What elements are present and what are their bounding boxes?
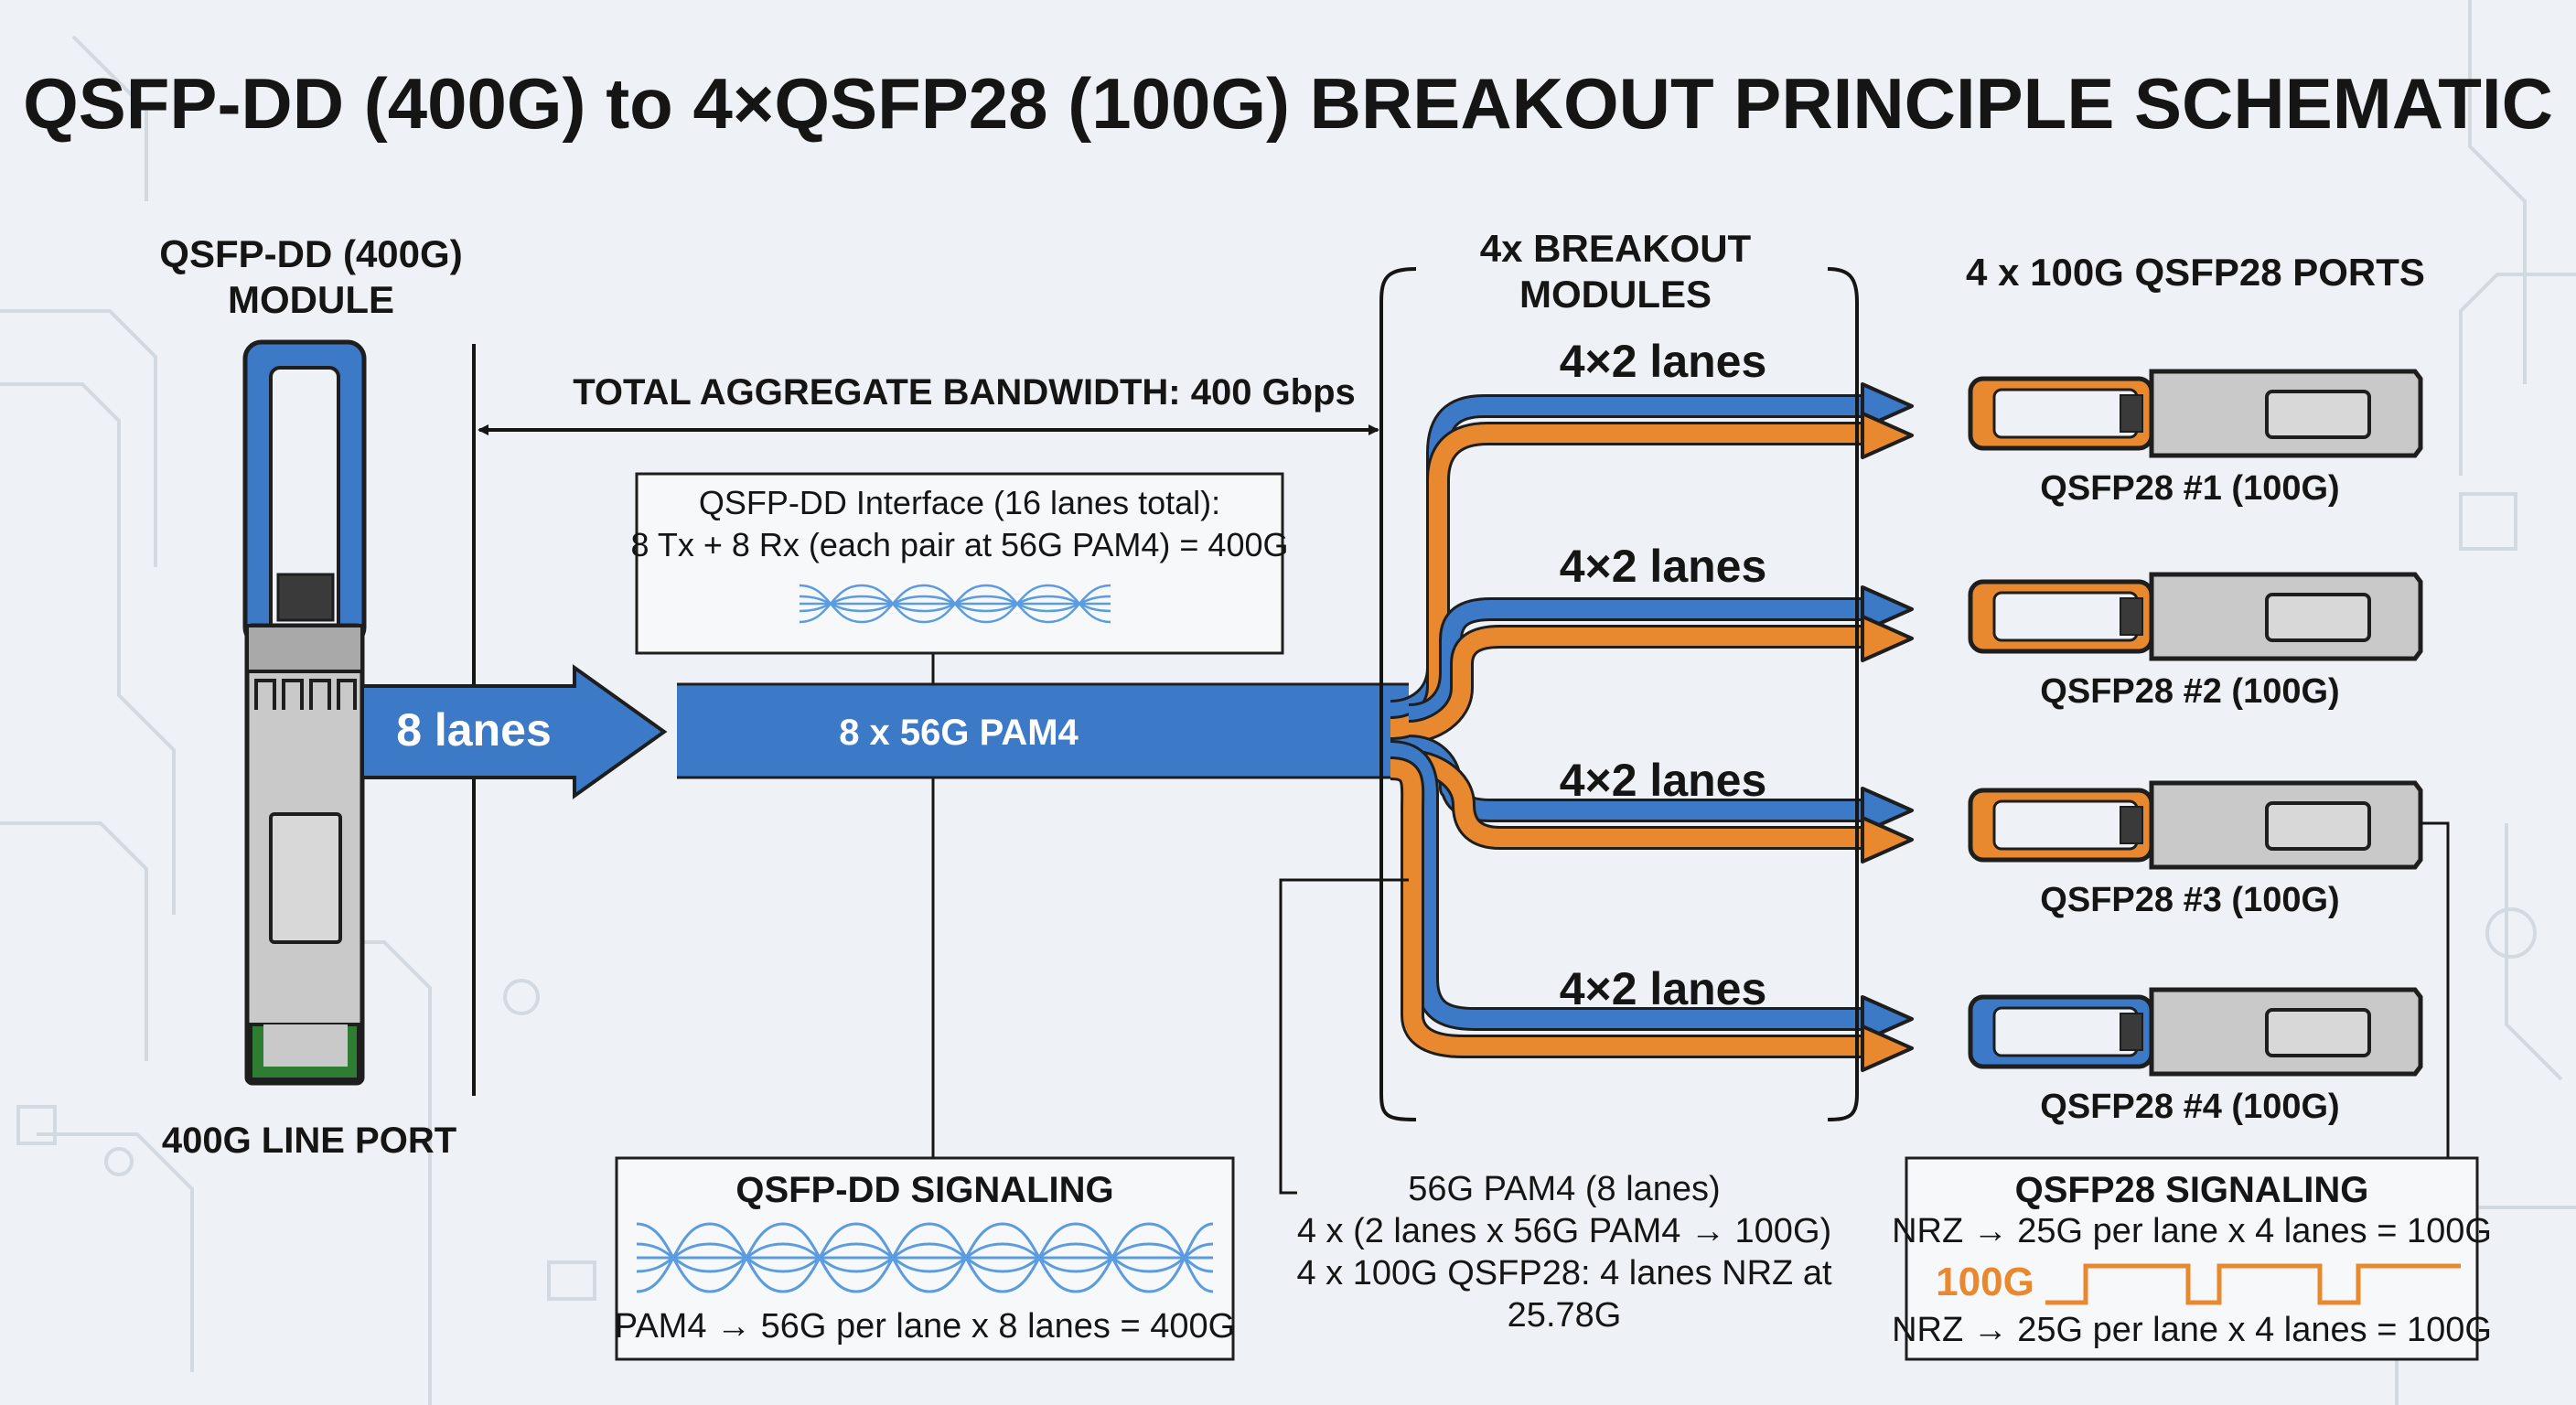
dd-signaling-box: QSFP-DD SIGNALING PAM4 → 56G per lane x …	[615, 1156, 1235, 1361]
middle-note-line1: 56G PAM4 (8 lanes)	[1408, 1170, 1720, 1208]
ports-heading: 4 x 100G QSFP28 PORTS	[1966, 251, 2425, 294]
qsfp28-port-4	[1968, 987, 2423, 1077]
qsfp28-signaling-heading: QSFP28 SIGNALING	[2015, 1170, 2369, 1210]
branch-label-1: 4×2 lanes	[1560, 336, 1767, 387]
bandwidth-label: TOTAL AGGREGATE BANDWIDTH: 400 Gbps	[573, 372, 1356, 413]
branch-label-2: 4×2 lanes	[1560, 541, 1767, 592]
branch-arrowheads	[1861, 382, 1914, 1072]
middle-note-line4: 25.78G	[1508, 1296, 1622, 1335]
qsfp28-signaling-box: QSFP28 SIGNALING NRZ → 25G per lane x 4 …	[1892, 1156, 2492, 1361]
qsfp-dd-module	[242, 339, 367, 1086]
pam4-eye-pattern-large	[636, 1222, 1214, 1293]
qsfp28-port-2	[1968, 572, 2423, 661]
breakout-branches	[1390, 394, 1866, 1058]
trunk-signal-label: 8 x 56G PAM4	[839, 713, 1079, 753]
breakout-heading-line1: 4x BREAKOUT	[1480, 227, 1752, 270]
middle-note-line2: 4 x (2 lanes x 56G PAM4 → 100G)	[1297, 1212, 1831, 1250]
branch-label-3: 4×2 lanes	[1560, 755, 1767, 806]
breakout-heading-line2: MODULES	[1519, 273, 1712, 316]
dd-signaling-formula: PAM4 → 56G per lane x 8 lanes = 400G	[615, 1307, 1235, 1346]
dd-signaling-heading: QSFP-DD SIGNALING	[735, 1170, 1113, 1210]
module-heading-line1: QSFP-DD (400G)	[159, 232, 462, 275]
breakout-bracket	[1379, 267, 1859, 1121]
qsfp28-port-1-label: QSFP28 #1 (100G)	[2040, 469, 2339, 508]
qsfp28-port-2-label: QSFP28 #2 (100G)	[2040, 672, 2339, 711]
branch-label-4: 4×2 lanes	[1560, 963, 1767, 1014]
middle-note-line3: 4 x 100G QSFP28: 4 lanes NRZ at	[1296, 1254, 1831, 1292]
qsfp28-signaling-line1: NRZ → 25G per lane x 4 lanes = 100G	[1892, 1212, 2492, 1250]
interface-box: QSFP-DD Interface (16 lanes total): 8 Tx…	[630, 472, 1289, 655]
line-port-label: 400G LINE PORT	[162, 1121, 456, 1161]
qsfp28-port-3-label: QSFP28 #3 (100G)	[2040, 881, 2339, 919]
pam4-eye-pattern-small	[799, 584, 1111, 624]
qsfp28-port-3	[1968, 780, 2423, 870]
trunk-lanes-label: 8 lanes	[396, 704, 552, 756]
qsfp28-port-1	[1968, 369, 2423, 458]
port-connector-line	[2420, 821, 2450, 1158]
interface-line1: QSFP-DD Interface (16 lanes total):	[699, 484, 1220, 521]
qsfp28-rate-label: 100G	[1936, 1260, 2034, 1304]
qsfp28-signaling-line2: NRZ → 25G per lane x 4 lanes = 100G	[1892, 1311, 2492, 1349]
trunk-arrow	[360, 664, 1409, 799]
interface-line2: 8 Tx + 8 Rx (each pair at 56G PAM4) = 40…	[630, 526, 1288, 563]
nrz-waveform	[2045, 1263, 2461, 1305]
qsfp28-port-4-label: QSFP28 #4 (100G)	[2040, 1088, 2339, 1126]
page-title: QSFP-DD (400G) to 4×QSFP28 (100G) BREAKO…	[23, 63, 2553, 144]
module-heading-line2: MODULE	[228, 278, 394, 321]
middle-note-connector	[1279, 878, 1409, 1195]
